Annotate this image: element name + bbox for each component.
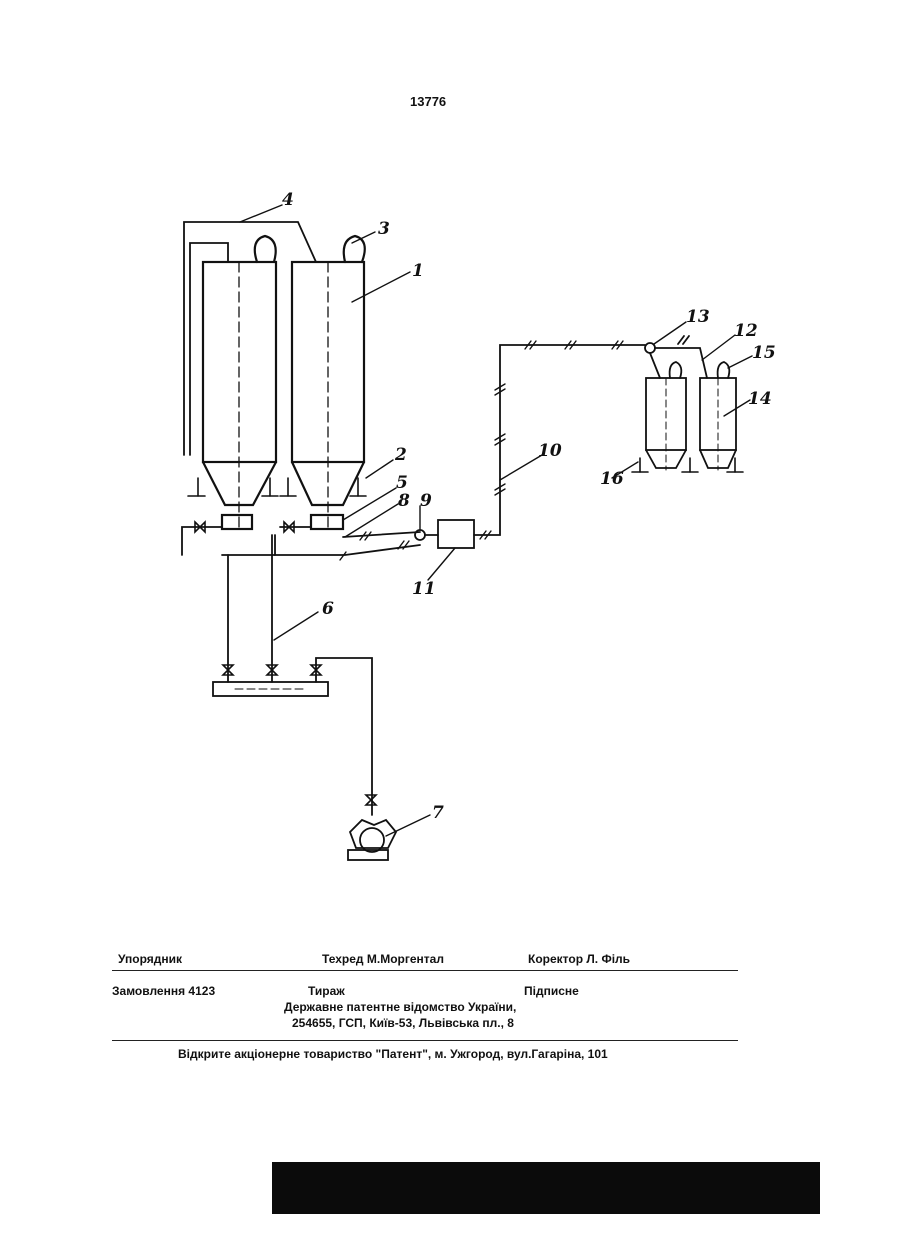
label-7: 7	[432, 803, 444, 823]
label-2: 2	[394, 445, 407, 465]
label-6: 6	[322, 599, 334, 619]
label-1: 1	[412, 261, 424, 281]
unit-11	[415, 345, 645, 548]
footer-circulation: Тираж	[308, 984, 345, 998]
label-11: 11	[412, 579, 436, 599]
footer-office-line2: 254655, ГСП, Київ-53, Львівська пл., 8	[292, 1016, 514, 1030]
valve-lines	[182, 527, 420, 555]
scan-black-bar	[272, 1162, 820, 1214]
footer-office-line1: Державне патентне відомство України,	[284, 1000, 516, 1014]
label-12: 12	[734, 321, 758, 341]
line-10-ticks	[340, 341, 623, 560]
footer-rule-bottom	[112, 1040, 738, 1041]
label-16: 16	[600, 469, 624, 489]
callout-labels: 1 2 3 4 5 6 7 8 9 10 11 12 13 14 15 16	[282, 190, 776, 823]
label-10: 10	[538, 441, 562, 461]
small-silo-supports	[632, 458, 743, 472]
label-15: 15	[752, 343, 776, 363]
footer-signed: Підписне	[524, 984, 579, 998]
footer-proofreader: Коректор Л. Філь	[528, 952, 630, 966]
silo-right	[292, 236, 365, 530]
node-13	[645, 336, 707, 378]
silo-small-right	[700, 362, 736, 470]
valve-symbols	[195, 522, 376, 805]
leader-lines	[240, 205, 752, 836]
label-9: 9	[420, 491, 432, 511]
label-13: 13	[686, 307, 710, 327]
label-5: 5	[396, 473, 408, 493]
footer-rule-top	[112, 970, 738, 971]
silo-small-left	[646, 362, 686, 470]
footer-order: Замовлення 4123	[112, 984, 215, 998]
footer-tech-editor: Техред М.Моргентал	[322, 952, 444, 966]
footer-compiler: Упорядник	[118, 952, 182, 966]
label-14: 14	[748, 389, 772, 409]
label-3: 3	[378, 219, 390, 239]
compressor-7	[348, 820, 396, 860]
label-8: 8	[397, 491, 410, 511]
pipe-6	[213, 535, 372, 815]
label-4: 4	[282, 190, 294, 210]
footer-printer: Відкрите акціонерне товариство "Патент",…	[178, 1047, 608, 1061]
silo-left	[203, 236, 276, 530]
